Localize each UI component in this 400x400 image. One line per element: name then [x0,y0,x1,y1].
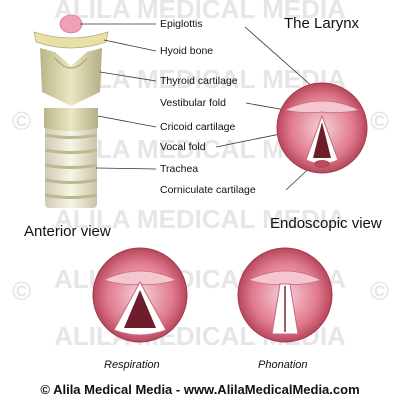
labels-anterior: Epiglottis Hyoid bone Thyroid cartilage … [160,18,256,196]
diagram-title: The Larynx [284,15,360,32]
watermark-symbol: © [370,276,389,306]
label-cricoid-cartilage: Cricoid cartilage [160,121,235,133]
thyroid-shape [40,48,102,106]
watermark-text: ALILA MEDICAL MEDIA [54,0,346,24]
label-corniculate-cartilage: Corniculate cartilage [160,184,256,196]
anterior-view-label: Anterior view [24,223,111,240]
watermark-symbol: © [370,106,389,136]
label-thyroid-cartilage: Thyroid cartilage [160,75,238,87]
watermark-text: ALILA MEDICAL MEDIA [54,204,346,234]
footer-copyright: © Alila Medical Media - www.AlilaMedical… [40,382,360,397]
epiglottis-shape [59,14,83,34]
label-trachea: Trachea [160,163,198,175]
caption-phonation: Phonation [258,359,308,371]
trachea-shape [45,118,97,208]
label-vestibular-fold: Vestibular fold [160,97,226,109]
label-vocal-fold: Vocal fold [160,141,206,153]
phonation-view [237,247,333,343]
trachea-rings [44,133,98,199]
watermark-symbol: © [12,106,31,136]
respiration-view [92,247,188,343]
endoscopic-view-top [276,82,368,174]
label-hyoid-bone: Hyoid bone [160,45,213,57]
cricoid-shape [44,108,98,131]
larynx-diagram: ALILA MEDICAL MEDIA ALILA MEDICAL MEDIA … [12,0,389,371]
larynx-anterior-illustration [33,14,109,208]
endoscopic-view-label: Endoscopic view [270,215,382,232]
hyoid-shape [33,31,109,49]
watermark-text: ALILA MEDICAL MEDIA [54,64,346,94]
caption-respiration: Respiration [104,359,160,371]
label-epiglottis: Epiglottis [160,18,203,30]
watermark-symbol: © [12,276,31,306]
